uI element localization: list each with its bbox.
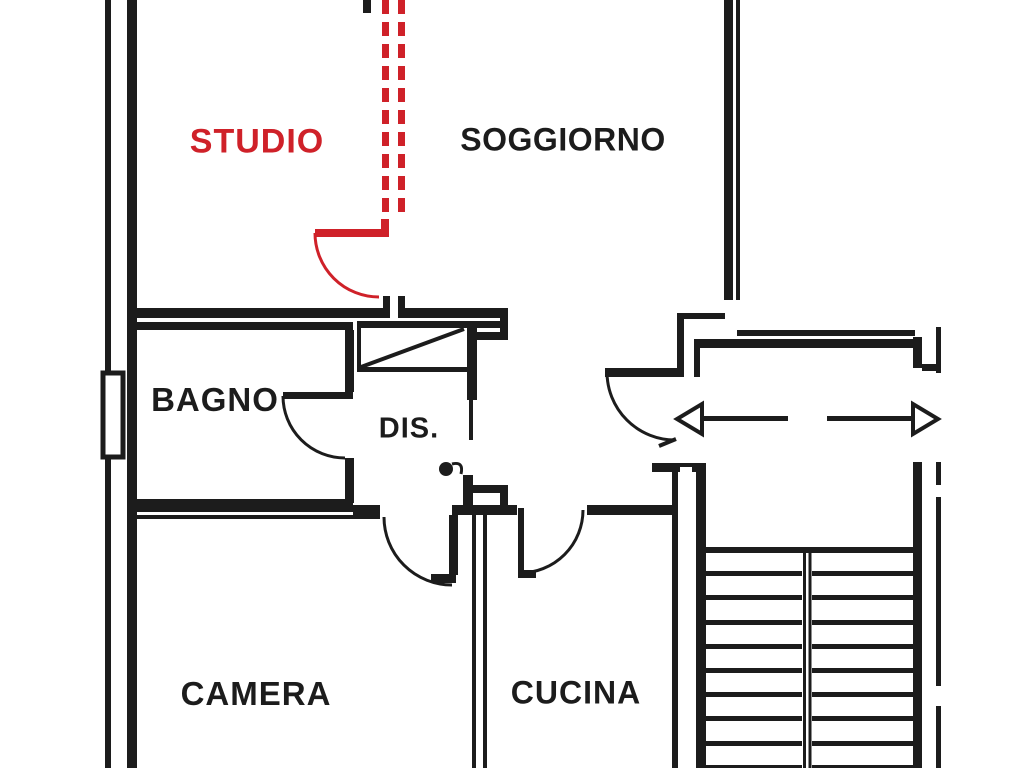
stair-steps	[706, 553, 913, 768]
stairwell-right-wall	[913, 462, 922, 768]
wall-corridor-bottom-bar	[652, 463, 706, 472]
stair-divider-line-2	[808, 553, 812, 768]
wall-camera-cucina-divider-left	[472, 515, 476, 768]
direction-arrow-right	[827, 400, 942, 438]
closet-left-edge	[357, 328, 361, 368]
stair-step-flight2	[812, 668, 913, 673]
stair-step-flight1	[706, 692, 802, 697]
wall-between-doors	[452, 505, 517, 515]
wall-notch	[680, 467, 692, 472]
wall-soggiorno-right-thin	[736, 0, 740, 300]
stair-step-flight1	[706, 620, 802, 625]
stair-step-flight1	[706, 741, 802, 746]
stair-step-flight1	[706, 571, 802, 576]
stair-step-flight1	[706, 595, 802, 600]
outer-line-gap-1	[935, 485, 942, 497]
room-label-studio: STUDIO	[189, 122, 325, 161]
wall-bagno-right-upper	[345, 330, 354, 392]
room-label-bagno: BAGNO	[151, 381, 279, 418]
entry-door-swing-arc	[605, 371, 676, 442]
stair-divider-line-1	[803, 553, 806, 768]
wall-top-stub	[363, 0, 371, 13]
direction-arrow-left	[673, 400, 788, 438]
flue-vertical-2	[500, 493, 508, 505]
stair-step-flight2	[812, 620, 913, 625]
wall-camera-top-thin	[127, 515, 380, 519]
stairs-top-step-line	[706, 547, 913, 553]
wall-dis-bottom-right	[587, 505, 678, 515]
proposed-door-swing-arc	[313, 232, 380, 299]
stair-step-flight1	[706, 668, 802, 673]
flue-horizontal	[473, 485, 508, 493]
room-label-camera: CAMERA	[180, 675, 332, 712]
cucina-door-leaf	[518, 508, 524, 570]
wall-left-outer-upper	[105, 0, 111, 372]
wall-main-horizontal-right	[400, 308, 508, 318]
entry-door-leaf	[605, 368, 677, 377]
wall-entry-jamb-right	[694, 339, 700, 377]
wall-left-inner	[127, 0, 137, 768]
proposed-door-leaf	[315, 229, 387, 237]
wall-landing-right-horizontal	[922, 364, 940, 371]
wall-main-step-vertical	[500, 318, 508, 340]
door-knob-dot	[439, 462, 453, 476]
stair-step-flight2	[812, 765, 913, 768]
proposed-door-hinge-post	[381, 219, 389, 237]
outer-line-gap-2	[935, 686, 942, 706]
wall-dis-top	[357, 321, 508, 328]
doorstop-bar-right	[398, 296, 405, 318]
wall-landing-top-thick	[700, 339, 915, 348]
wall-bagno-right-lower	[345, 458, 354, 503]
entry-door-tip	[658, 437, 677, 448]
wall-ledge	[677, 313, 725, 319]
wall-landing-top-thin	[737, 330, 915, 336]
bagno-window	[100, 370, 126, 460]
wall-outer-right-thin	[936, 327, 941, 373]
pillar-bar	[467, 325, 477, 400]
door-knob-curl	[451, 462, 464, 475]
stair-step-flight2	[812, 741, 913, 746]
cucina-door-swing-arc	[519, 509, 585, 575]
stair-step-flight2	[812, 595, 913, 600]
room-label-cucina: CUCINA	[510, 674, 642, 711]
pillar-tail-line	[469, 400, 473, 440]
wall-camera-cucina-divider-right	[483, 515, 487, 768]
wall-entry-jamb-left	[677, 318, 684, 377]
doorstop-bar-left	[383, 296, 390, 318]
room-label-soggiorno: SOGGIORNO	[460, 121, 666, 158]
stairwell-left-wall	[696, 472, 706, 768]
cucina-right-wall-thin	[672, 472, 678, 768]
wall-bagno-top	[127, 322, 353, 330]
stair-step-flight1	[706, 765, 802, 768]
wall-bagno-bottom	[127, 499, 353, 512]
camera-door-swing-arc	[382, 516, 453, 587]
flue-vertical	[463, 475, 473, 505]
arrow-right-shaft	[827, 416, 913, 421]
wall-landing-right-vertical	[913, 337, 922, 368]
arrow-right-head-icon	[911, 400, 942, 438]
stair-step-flight2	[812, 716, 913, 721]
stairwell-right-outer-line	[936, 462, 941, 768]
room-label-dis: DIS.	[378, 412, 440, 445]
bagno-door-leaf	[283, 392, 353, 399]
stair-step-flight1	[706, 644, 802, 649]
wall-corridor-left-piece	[353, 505, 380, 515]
stair-step-flight1	[706, 716, 802, 721]
closet-bottom-line	[357, 367, 467, 372]
wall-main-horizontal-left	[127, 308, 385, 318]
arrow-left-shaft	[702, 416, 788, 421]
wall-left-outer-lower	[105, 458, 111, 768]
stair-step-flight2	[812, 644, 913, 649]
camera-door-foot	[431, 574, 456, 583]
closet-diagonal-line	[360, 327, 465, 369]
camera-door-leaf	[449, 515, 458, 575]
stair-step-flight2	[812, 692, 913, 697]
bagno-door-swing-arc	[281, 395, 346, 460]
wall-soggiorno-right-thick	[724, 0, 733, 300]
wall-main-step-lip	[475, 332, 508, 340]
arrow-left-head-icon	[673, 400, 704, 438]
stair-step-flight2	[812, 571, 913, 576]
